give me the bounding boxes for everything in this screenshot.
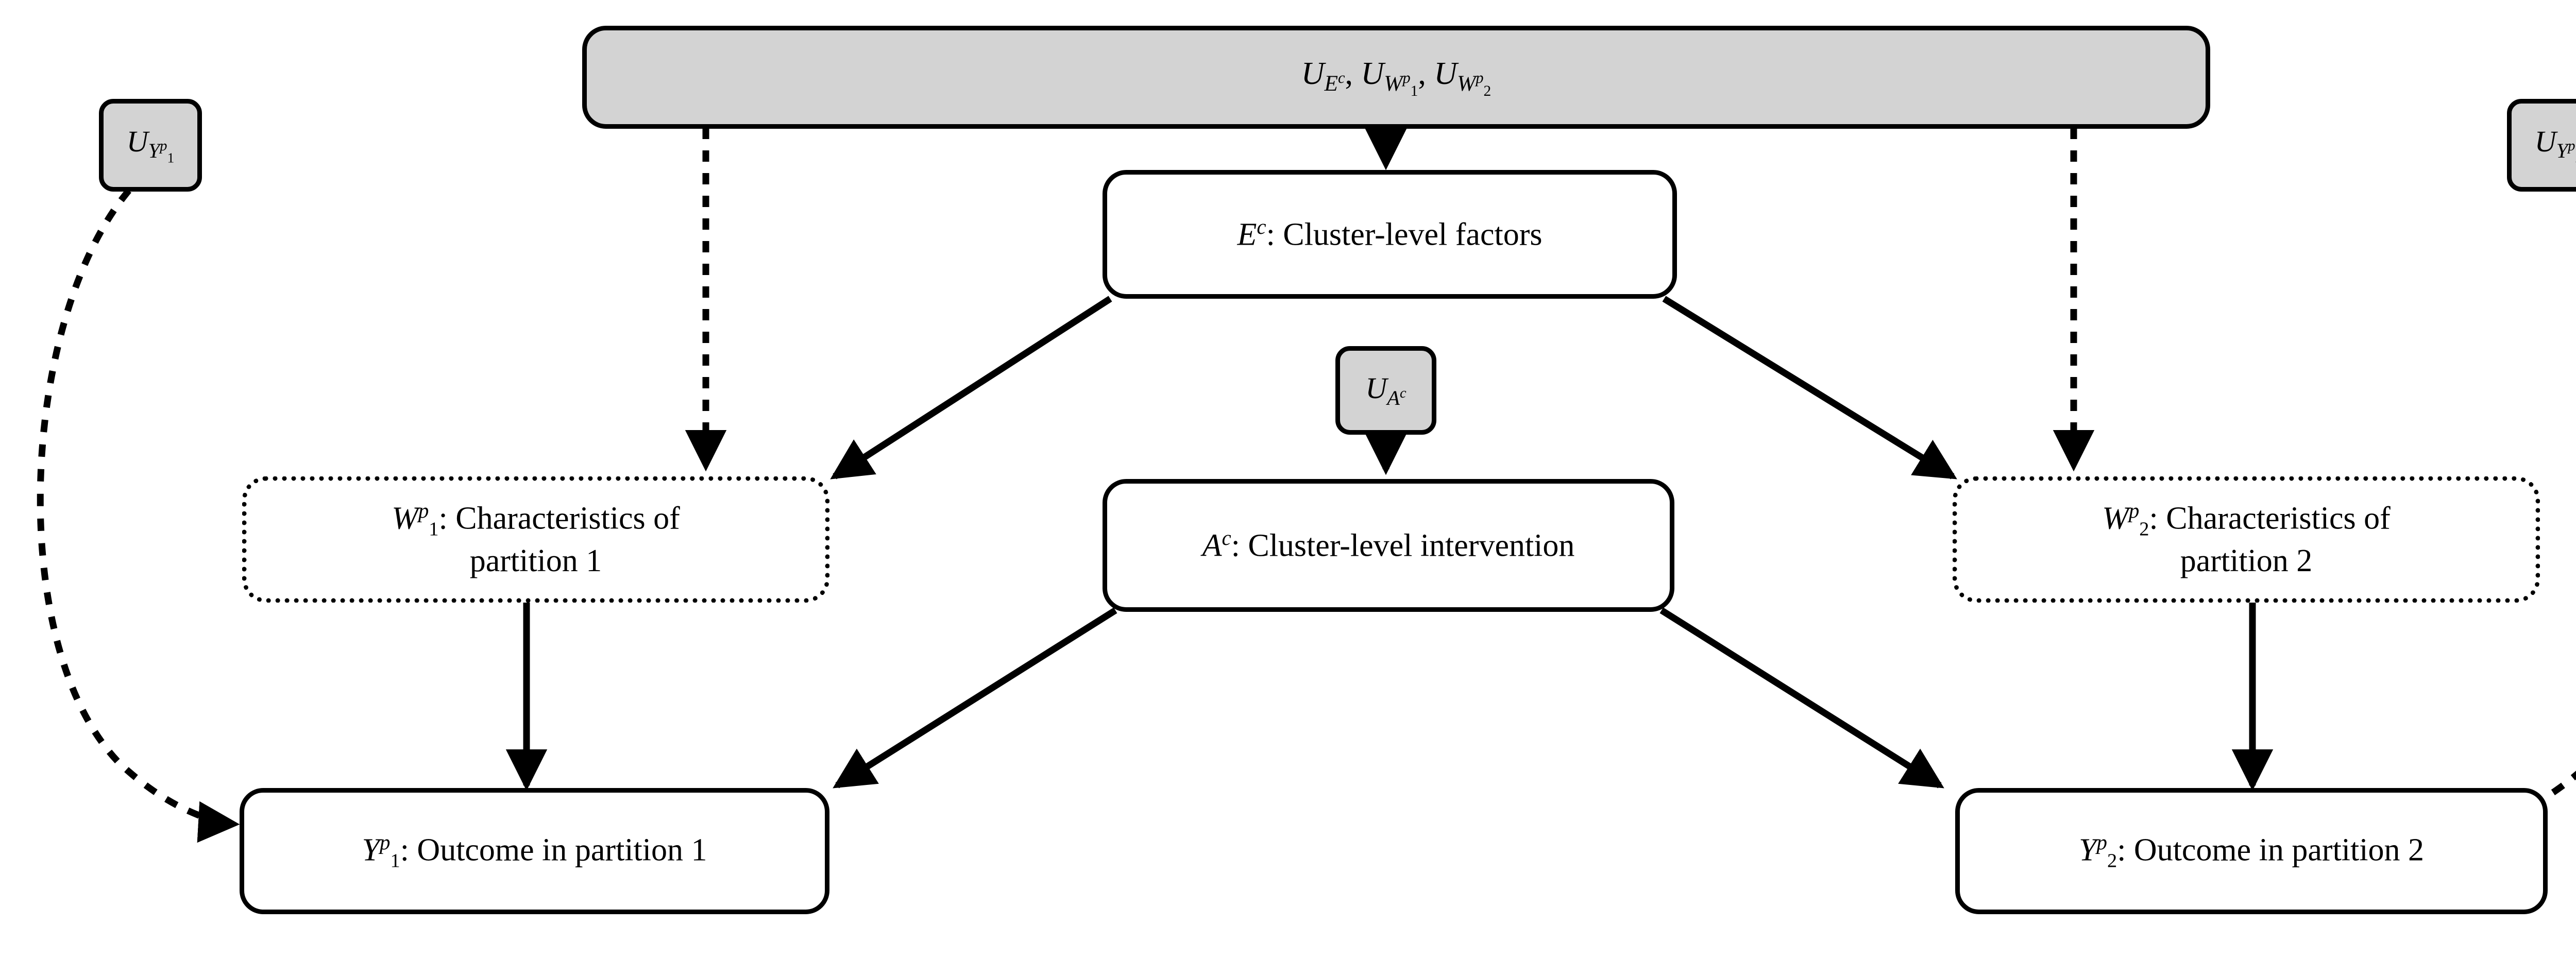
edge-ac-to-y2 xyxy=(1659,607,1944,789)
node-u-exogenous-combined[interactable]: UEc, UWp1, UWp2 xyxy=(582,26,2210,129)
node-u-y1-label: UYp1 xyxy=(126,125,175,166)
node-ec-text: : Cluster-level factors xyxy=(1266,217,1543,252)
node-y2-text: : Outcome in partition 2 xyxy=(2117,832,2424,868)
edge-ec-to-w2 xyxy=(1662,296,1957,480)
node-w2-text: : Characteristics of xyxy=(2149,501,2391,536)
edge-uy1-to-y1 xyxy=(37,188,240,843)
node-y2-label: Yp2: Outcome in partition 2 xyxy=(2079,830,2424,872)
node-ac-label: Ac: Cluster-level intervention xyxy=(1202,526,1575,563)
node-ec-label: Ec: Cluster-level factors xyxy=(1237,215,1543,252)
node-u-ac-label: UAc xyxy=(1365,371,1406,409)
node-ec-cluster-level-factors[interactable]: Ec: Cluster-level factors xyxy=(1103,170,1677,299)
node-u-y1[interactable]: UYp1 xyxy=(99,99,202,192)
node-w1-label: Wp1: Characteristics of partition 1 xyxy=(392,499,680,579)
node-w1-text2: partition 1 xyxy=(469,543,602,579)
node-w2-characteristics-partition2[interactable]: Wp2: Characteristics of partition 2 xyxy=(1953,476,2540,603)
node-ac-cluster-level-intervention[interactable]: Ac: Cluster-level intervention xyxy=(1103,479,1674,612)
node-y1-outcome-partition1[interactable]: Yp1: Outcome in partition 1 xyxy=(240,788,829,914)
node-w1-characteristics-partition1[interactable]: Wp1: Characteristics of partition 1 xyxy=(242,476,829,603)
edge-ec-to-w1 xyxy=(830,296,1112,480)
node-u-ac[interactable]: UAc xyxy=(1335,346,1436,435)
node-y1-label: Yp1: Outcome in partition 1 xyxy=(362,830,707,872)
node-w2-text2: partition 2 xyxy=(2180,543,2313,579)
node-y1-text: : Outcome in partition 1 xyxy=(400,832,707,868)
node-u-exogenous-combined-label: UEc, UWp1, UWp2 xyxy=(1301,56,1492,99)
node-ac-text: : Cluster-level intervention xyxy=(1231,528,1575,563)
node-y2-outcome-partition2[interactable]: Yp2: Outcome in partition 2 xyxy=(1955,788,2548,914)
edge-ac-to-y1 xyxy=(833,607,1117,789)
node-u-y2[interactable]: UYp2 xyxy=(2507,99,2576,192)
node-w2-label: Wp2: Characteristics of partition 2 xyxy=(2102,499,2391,579)
node-w1-text: : Characteristics of xyxy=(438,501,680,536)
node-u-y2-label: UYp2 xyxy=(2534,125,2576,166)
